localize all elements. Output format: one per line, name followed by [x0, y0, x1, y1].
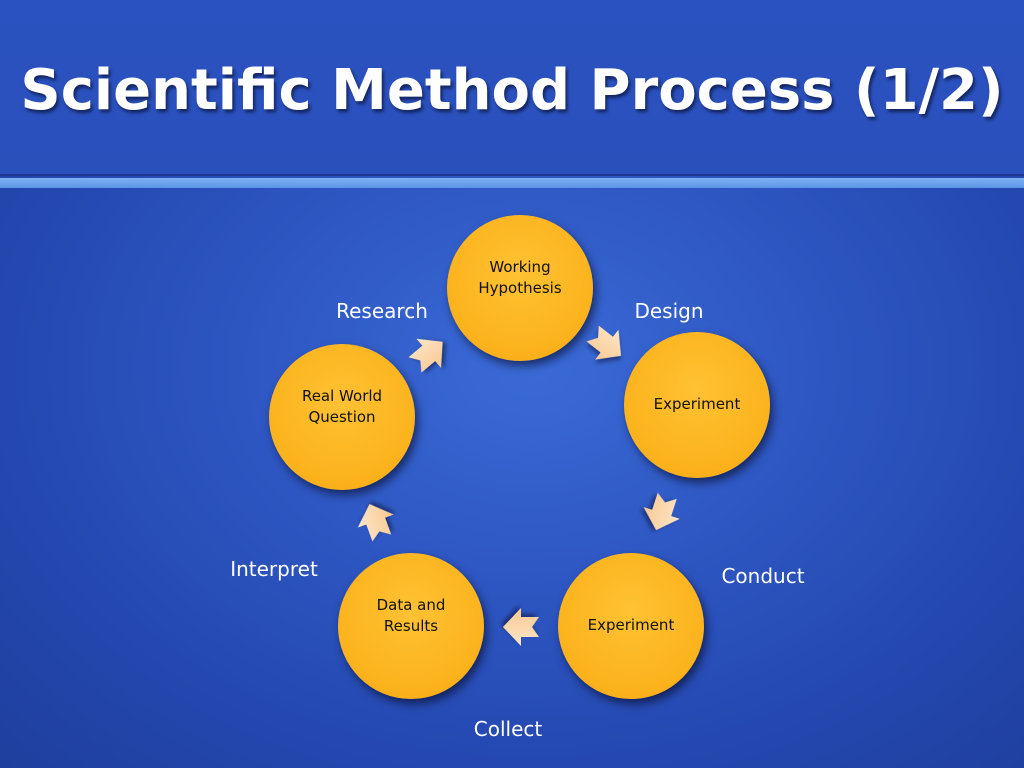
slide-title: Scientific Method Process (1/2) — [20, 58, 1004, 123]
node-label: Working Hypothesis — [478, 258, 562, 297]
node-real-world-question: Real World Question — [269, 344, 415, 490]
arrow-conduct-to-collect — [503, 608, 539, 646]
title-band — [0, 0, 1024, 176]
node-label: Experiment — [653, 394, 741, 413]
node-working-hypothesis: Working Hypothesis — [447, 215, 593, 361]
stage-label-design: Design — [634, 299, 704, 323]
stage-label-collect: Collect — [473, 717, 543, 741]
arrow-hypothesis-to-design — [586, 325, 621, 360]
stage-label-conduct: Conduct — [721, 564, 805, 588]
arrow-collect-to-interpret — [357, 504, 394, 542]
title-divider — [0, 178, 1024, 188]
node-label: Data and Results — [376, 596, 446, 635]
title-divider-dark — [0, 174, 1024, 176]
node-label: Real World Question — [301, 387, 383, 426]
node-design-experiment: Experiment — [624, 332, 770, 478]
stage-label-research: Research — [336, 299, 428, 323]
node-label: Experiment — [587, 615, 675, 634]
arrow-research-to-hypothesis — [408, 338, 443, 373]
stage-label-interpret: Interpret — [230, 557, 318, 581]
node-data-and-results: Data and Results — [338, 553, 484, 699]
node-conduct-experiment: Experiment — [558, 553, 704, 699]
arrow-design-to-conduct — [643, 492, 680, 531]
